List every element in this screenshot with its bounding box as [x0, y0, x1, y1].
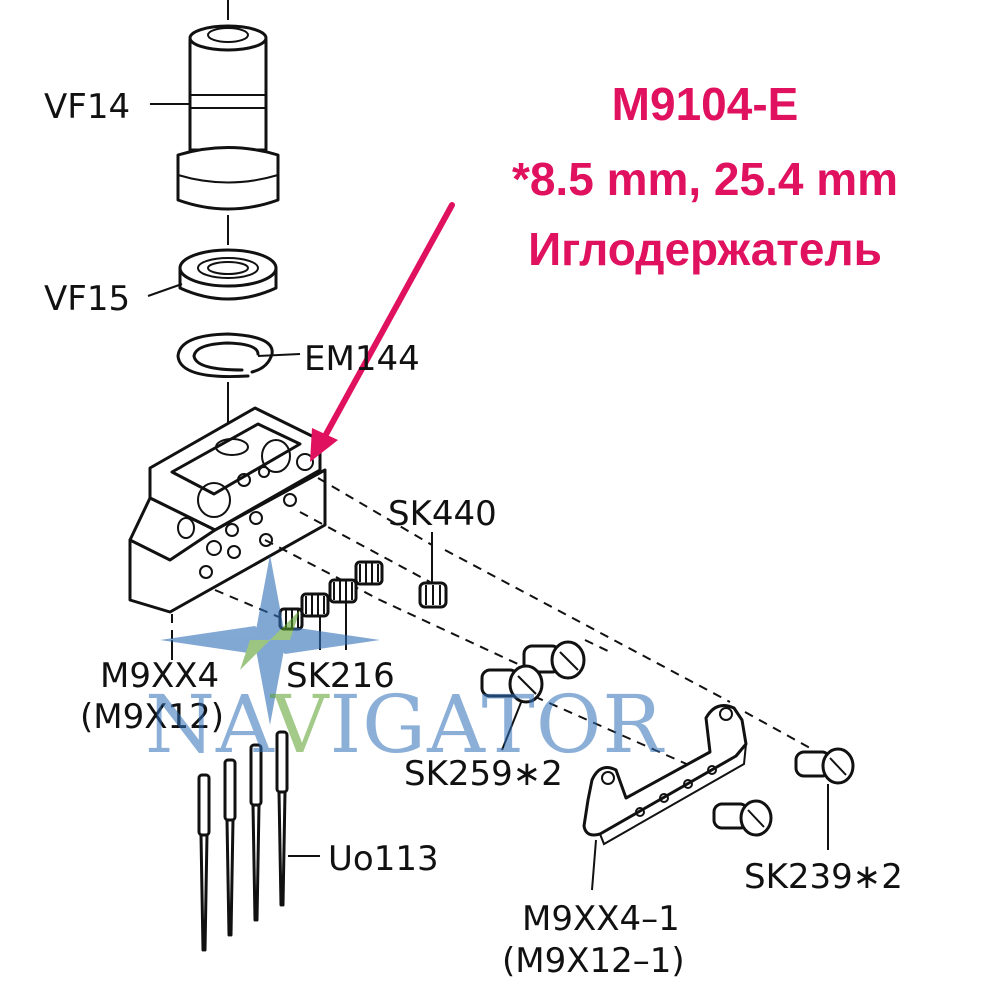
navigator-watermark: NAVIGATOR — [145, 678, 665, 771]
needle-plate-bracket — [582, 704, 748, 891]
navigator-compass-star — [160, 555, 380, 725]
label-em144: EM144 — [304, 339, 420, 379]
watermark-highlight: V — [270, 678, 330, 771]
label-vf15: VF15 — [44, 279, 130, 319]
title-description: Иглодержатель — [528, 223, 882, 275]
watermark-prefix: NA — [145, 678, 275, 771]
sk239-screws — [712, 747, 855, 850]
assembly-dashed-lines — [171, 477, 811, 771]
label-vf14: VF14 — [44, 87, 130, 127]
label-sk239: SK239∗2 — [744, 857, 903, 897]
label-sk259: SK259∗2 — [404, 754, 563, 794]
sk216-set-screws — [278, 560, 384, 650]
uo113-needles — [197, 730, 320, 952]
leader-lines — [147, 103, 190, 660]
label-uo113: Uo113 — [328, 839, 439, 879]
label-m9xx4: M9XX4 — [100, 656, 219, 696]
title-sizes: *8.5 mm, 25.4 mm — [512, 153, 898, 205]
sk440-screw — [418, 532, 448, 609]
label-m9x12: (M9X12) — [80, 697, 224, 737]
callout-arrow — [310, 202, 455, 462]
label-m9xx4-1: M9XX4–1 — [522, 899, 680, 939]
label-sk216: SK216 — [286, 656, 395, 696]
label-m9x12-1: (M9X12–1) — [502, 941, 685, 981]
title-part-number: M9104-E — [612, 78, 799, 130]
needle-clamp-block — [128, 382, 327, 614]
vf14-bushing — [176, 0, 280, 211]
sk259-screws — [480, 640, 586, 751]
vf15-bearing — [178, 215, 278, 301]
label-sk440: SK440 — [388, 494, 497, 534]
watermark-suffix: IGATOR — [330, 678, 666, 771]
em144-retaining-ring — [176, 332, 301, 379]
